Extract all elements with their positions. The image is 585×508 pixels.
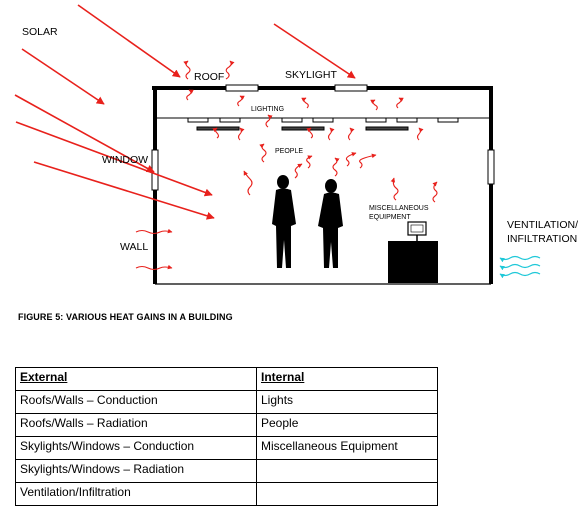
table-row: Skylights/Windows – Radiation (15, 459, 438, 483)
label-people: PEOPLE (275, 148, 303, 155)
header-external: External (15, 367, 257, 391)
solar-radiation-arrows (14, 4, 356, 220)
heat-gains-table: External Internal Roofs/Walls – Conducti… (15, 367, 438, 506)
header-internal: Internal (256, 367, 438, 391)
equipment-cabinet (388, 221, 438, 283)
table-cell-external: Roofs/Walls – Conduction (15, 390, 257, 414)
table-cell-external: Roofs/Walls – Radiation (15, 413, 257, 437)
label-infiltration: INFILTRATION (507, 233, 577, 245)
table-cell-internal (256, 459, 438, 483)
label-misc-line1: MISCELLANEOUS (369, 205, 429, 212)
label-wall: WALL (120, 241, 148, 253)
window-opening (151, 149, 159, 191)
label-roof: ROOF (194, 71, 224, 83)
label-window: WINDOW (102, 154, 148, 166)
person-silhouette-left (272, 175, 296, 268)
table-row: Roofs/Walls – Radiation People (15, 413, 438, 437)
label-solar: SOLAR (22, 26, 58, 38)
table-cell-external: Skylights/Windows – Conduction (15, 436, 257, 460)
roof-skylight-left (225, 84, 259, 92)
table-cell-internal (256, 482, 438, 506)
figure-caption: FIGURE 5: VARIOUS HEAT GAINS IN A BUILDI… (18, 312, 233, 322)
table-row: Skylights/Windows – Conduction Miscellan… (15, 436, 438, 460)
building-walls (152, 86, 493, 285)
table-cell-internal: People (256, 413, 438, 437)
label-ventilation: VENTILATION/ (507, 219, 578, 231)
wall-vent-opening (487, 149, 495, 185)
roof-skylight-right (334, 84, 368, 92)
label-lighting: LIGHTING (251, 106, 284, 113)
table-cell-external: Skylights/Windows – Radiation (15, 459, 257, 483)
label-misc-line2: EQUIPMENT (369, 214, 411, 221)
table-cell-internal: Miscellaneous Equipment (256, 436, 438, 460)
table-row: Roofs/Walls – Conduction Lights (15, 390, 438, 414)
table-cell-external: Ventilation/Infiltration (15, 482, 257, 506)
light-fixtures (187, 117, 459, 131)
table-cell-internal: Lights (256, 390, 438, 414)
table-row: Ventilation/Infiltration (15, 482, 438, 506)
label-skylight: SKYLIGHT (285, 69, 338, 81)
heat-gain-diagram: SOLAR ROOF SKYLIGHT WINDOW WALL LIGHTING… (14, 4, 578, 285)
table-header-row: External Internal (15, 367, 438, 391)
ventilation-infiltration-arrows (499, 255, 541, 279)
heat-gain-wavy-arrows (135, 60, 438, 271)
person-silhouette-right (318, 179, 343, 268)
